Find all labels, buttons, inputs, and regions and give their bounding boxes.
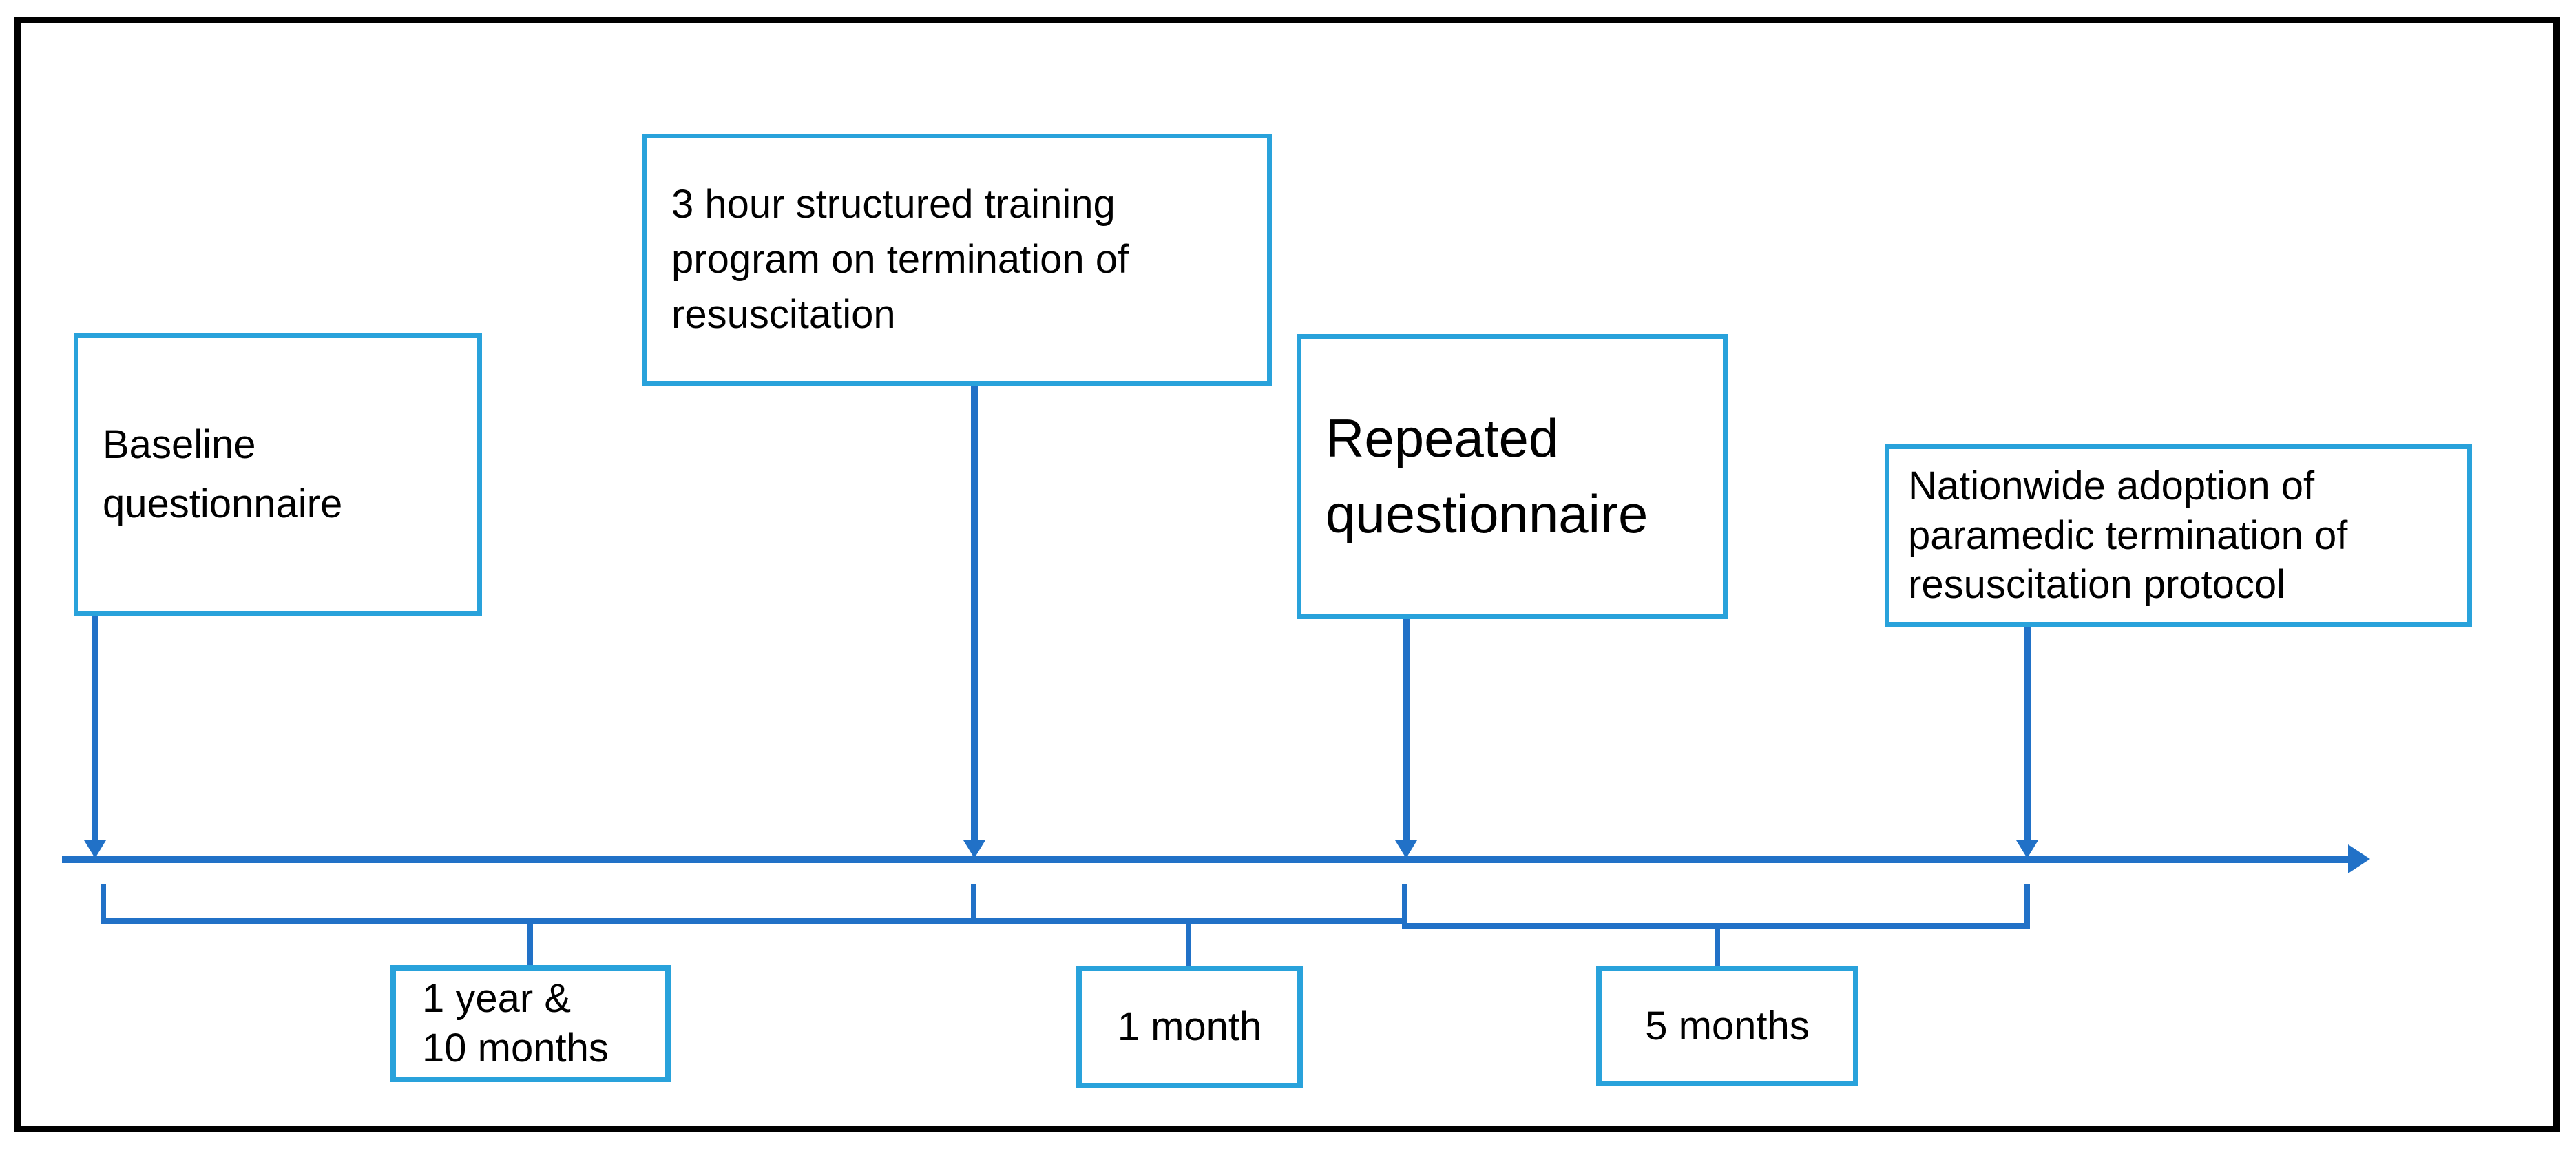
event-label-nationwide-adoption: Nationwide adoption of paramedic termina… — [1908, 463, 2348, 608]
interval-box-first: 1 year & 10 months — [390, 965, 671, 1082]
event-label-repeated-questionnaire: Repeated questionnaire — [1326, 407, 1648, 544]
event-label-training: 3 hour structured training program on te… — [671, 181, 1129, 338]
bracket-drop-second — [1186, 924, 1191, 966]
down-arrow-nationwide-head-icon — [2016, 840, 2038, 858]
interval-label-first: 1 year & 10 months — [422, 976, 609, 1070]
down-arrow-training-shaft — [971, 386, 978, 840]
down-arrow-baseline-shaft — [92, 616, 98, 840]
bracket-tick-baseline — [101, 884, 106, 924]
event-box-nationwide-adoption: Nationwide adoption of paramedic termina… — [1885, 444, 2472, 627]
bracket-tick-training — [971, 884, 976, 924]
event-label-baseline-questionnaire: Baseline questionnaire — [103, 422, 343, 526]
bracket-span-third — [1402, 923, 2030, 929]
timeline-axis — [62, 856, 2349, 863]
bracket-drop-third — [1715, 929, 1720, 966]
interval-label-second: 1 month — [1117, 1004, 1262, 1050]
down-arrow-training-head-icon — [963, 840, 985, 858]
event-box-repeated-questionnaire: Repeated questionnaire — [1297, 334, 1728, 619]
down-arrow-repeated-head-icon — [1395, 840, 1417, 858]
interval-box-second: 1 month — [1076, 966, 1303, 1088]
bracket-span-first-second — [101, 918, 1407, 924]
bracket-tick-nationwide — [2024, 884, 2030, 929]
bracket-tick-repeated — [1402, 884, 1407, 929]
down-arrow-baseline-head-icon — [84, 840, 106, 858]
timeline-arrowhead-icon — [2348, 844, 2370, 873]
bracket-drop-first — [527, 924, 533, 965]
down-arrow-nationwide-shaft — [2024, 627, 2031, 840]
down-arrow-repeated-shaft — [1403, 619, 1410, 840]
event-box-baseline-questionnaire: Baseline questionnaire — [74, 333, 482, 616]
event-box-training: 3 hour structured training program on te… — [642, 134, 1272, 386]
figure-border — [14, 17, 2560, 1132]
interval-box-third: 5 months — [1596, 966, 1858, 1086]
interval-label-third: 5 months — [1645, 1003, 1810, 1048]
